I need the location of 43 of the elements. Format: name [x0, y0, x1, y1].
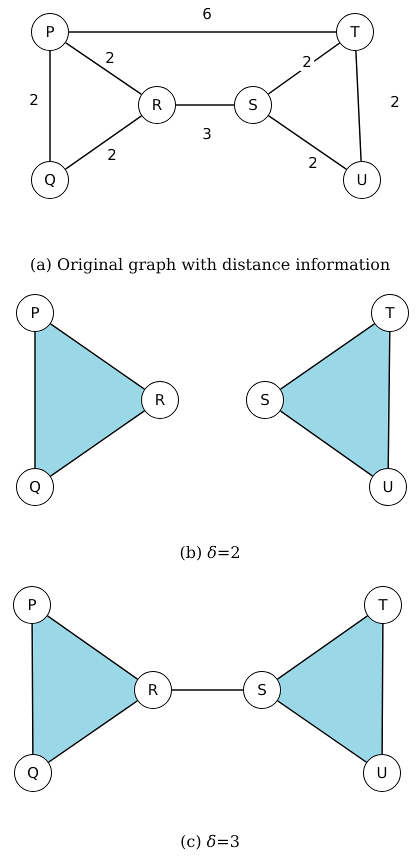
vertex-circle: R [141, 381, 179, 419]
figure-caption: (a) Original graph with distance information [28, 255, 392, 274]
vertex-circle: S [246, 381, 284, 419]
vertex-circle: S [234, 86, 272, 124]
edge-line [176, 104, 234, 106]
edge-line [277, 700, 367, 763]
edge-line [387, 332, 391, 468]
vertex-circle: T [364, 586, 402, 624]
vertex-circle: R [138, 86, 176, 124]
vertex-circle: P [13, 586, 51, 624]
figure-caption: (b) δ=2 [178, 543, 242, 562]
edge-line [49, 51, 51, 161]
edge-line [268, 42, 340, 95]
edge-line [277, 615, 368, 680]
edge-line [65, 42, 142, 95]
edge-line [34, 332, 36, 468]
edge-line [50, 410, 145, 477]
vertex-circle: T [336, 13, 374, 51]
edge-line [48, 700, 138, 763]
vertex-circle: U [363, 754, 401, 792]
edge-line [69, 31, 336, 33]
vertex-circle: Q [16, 468, 54, 506]
edge-line [280, 323, 375, 390]
edge-line [47, 615, 138, 680]
edge-line [381, 624, 384, 754]
vertex-circle: S [243, 671, 281, 709]
vertex-circle: P [16, 294, 54, 332]
vertex-circle: Q [14, 754, 52, 792]
vertex-circle: P [31, 13, 69, 51]
edge-line [65, 115, 142, 170]
edge-line [50, 323, 145, 390]
vertex-circle: U [343, 161, 381, 199]
edge-line [31, 624, 34, 754]
edge-weight-label: 2 [300, 53, 314, 71]
vertex-circle: U [369, 468, 407, 506]
vertex-circle: T [371, 294, 409, 332]
edge-line [355, 50, 362, 162]
edge-line [172, 689, 243, 691]
edge-line [268, 115, 347, 170]
vertex-circle: R [134, 671, 172, 709]
vertex-circle: Q [31, 161, 69, 199]
edge-line [280, 410, 373, 477]
figure-caption: (c) δ=3 [179, 832, 241, 851]
